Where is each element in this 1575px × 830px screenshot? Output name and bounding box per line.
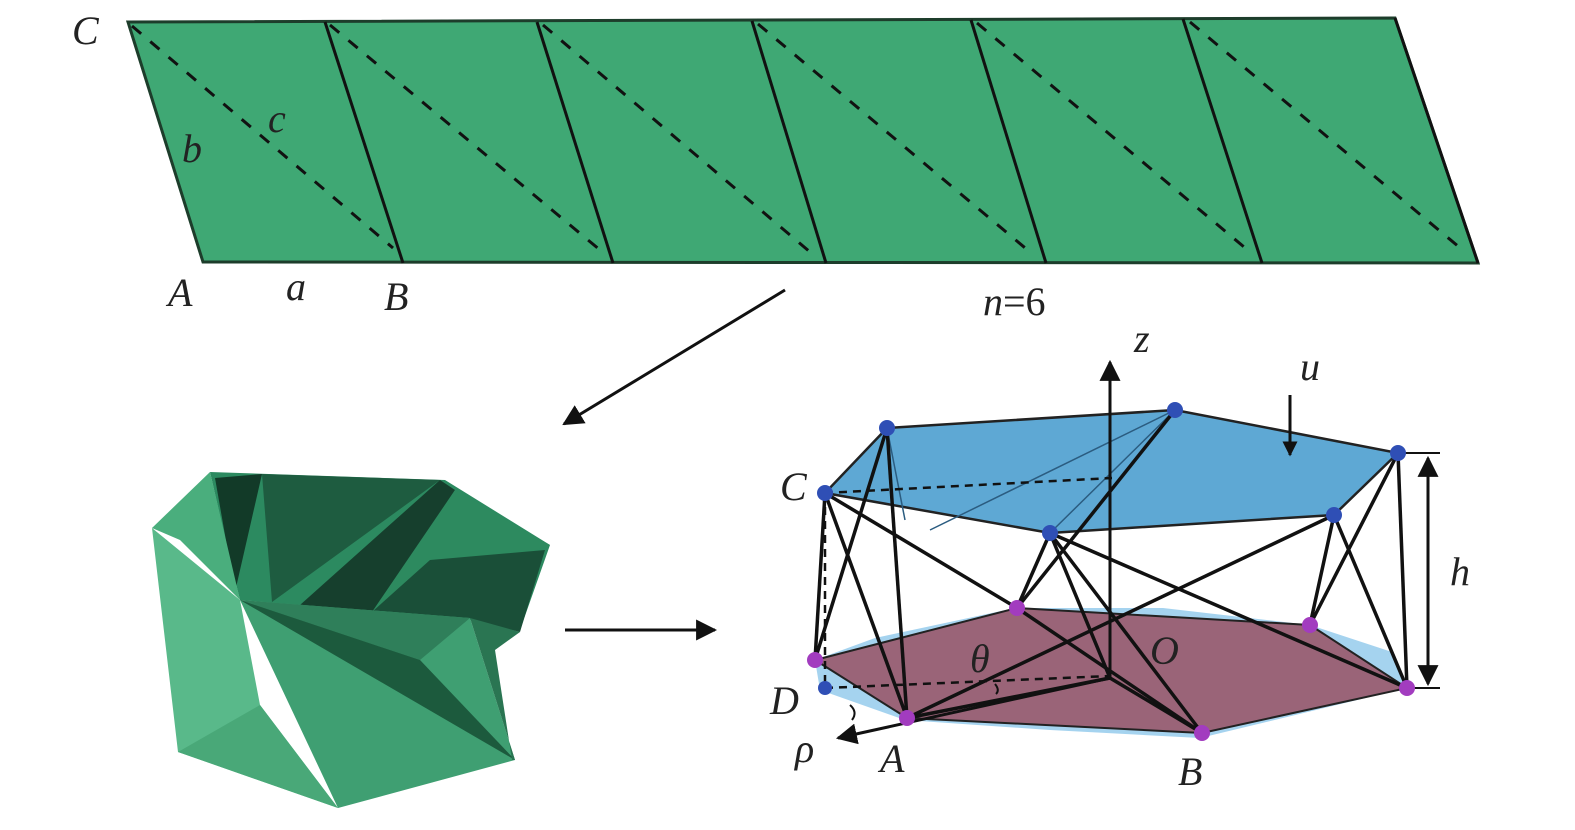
node-bottom-1 [1009,600,1025,616]
tensegrity-bars [813,408,1409,735]
node-bottom-2 [1302,617,1318,633]
label-O: O [1150,628,1179,673]
origami-face-dark-fold [240,600,515,760]
origami-face-left [152,528,338,808]
node-bottom-B [1194,725,1210,741]
node-bottom-6 [807,652,823,668]
top-hexagon-inner-lines [886,409,1176,534]
node-top-1 [879,420,895,436]
node-D [818,681,832,695]
label-theta: θ [970,636,990,681]
crease-pattern-sheet: C b c A a B n=6 [72,8,1481,324]
origami-face-right [470,618,520,760]
label-corner-A: A [165,270,193,315]
node-top-C [817,485,833,501]
node-top-3 [1390,445,1406,461]
theta-angle-arc [994,683,999,695]
node-top-4 [1326,507,1342,523]
label-B: B [1178,749,1202,794]
origami-inner-fold-3 [300,480,455,612]
label-n: n [983,279,1003,324]
origami-face-lower-left [178,705,338,808]
node-top-2 [1167,402,1183,418]
folded-origami-model [152,472,550,808]
label-rho: ρ [793,726,814,771]
origami-inner-fold-5 [372,550,545,632]
label-A: A [877,736,905,781]
paper-strip [125,16,1481,265]
label-fold-b: b [182,126,202,171]
solid-crease-lines [323,17,1480,264]
label-D: D [769,678,799,723]
dashed-crease-lines [131,20,1466,254]
node-bottom-A [899,710,915,726]
tensegrity-model: z u h C D θ O ρ A B [769,316,1470,794]
origami-face-front [240,600,515,808]
origami-inner-fold-1 [215,474,262,592]
origami-inner-fold-2 [262,474,440,602]
label-z: z [1133,316,1150,361]
origami-top-rim-left [152,472,240,600]
label-n-equals: n=6 [983,279,1046,324]
bottom-nodes [807,600,1415,741]
node-bottom-3 [1399,680,1415,696]
node-top-5 [1042,525,1058,541]
fold-arrow-diagonal [562,288,786,426]
label-u: u [1300,344,1320,389]
label-edge-a: a [286,264,306,309]
origami-face-front-upper [240,600,470,660]
label-C: C [780,464,808,509]
label-corner-C: C [72,8,100,53]
rho-small-arc [849,704,856,721]
label-h: h [1450,549,1470,594]
label-corner-B: B [384,274,408,319]
top-nodes [817,402,1406,695]
dashed-guides [823,476,1113,690]
label-fold-c: c [268,96,286,141]
label-n-value: =6 [1003,279,1046,324]
